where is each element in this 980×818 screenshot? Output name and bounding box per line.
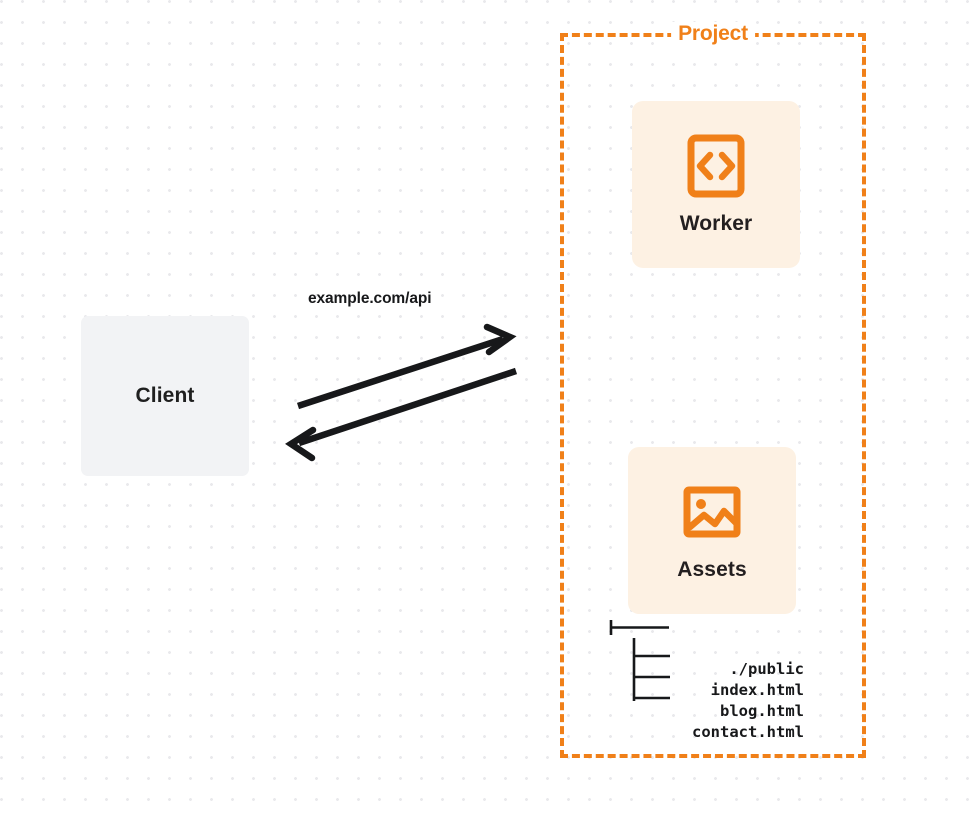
- file-tree-child-row: blog.html: [604, 659, 804, 720]
- worker-card-label: Worker: [679, 211, 753, 235]
- assets-card-label: Assets: [677, 557, 747, 581]
- tree-branch-icon: [632, 659, 670, 680]
- file-tree-root-row: ./public: [604, 617, 804, 678]
- tree-branch-icon: [632, 680, 670, 701]
- edge-label-endpoint: example.com/api: [308, 290, 432, 307]
- assets-card[interactable]: Assets: [628, 447, 796, 614]
- client-node-label: Client: [135, 384, 195, 407]
- file-tree-child-row: index.html: [604, 638, 804, 699]
- client-node[interactable]: Client: [81, 316, 249, 476]
- project-group: Project: [560, 22, 866, 758]
- tree-branch-icon: [632, 638, 670, 659]
- arrow-project-to-client: [285, 367, 518, 462]
- file-tree-child-label: contact.html: [692, 723, 804, 741]
- arrow-client-to-project: [296, 323, 517, 410]
- worker-card[interactable]: Worker: [632, 101, 800, 268]
- image-icon: [683, 486, 741, 537]
- file-tree-child-label: blog.html: [720, 702, 804, 720]
- project-group-title: Project: [671, 22, 755, 46]
- file-tree-child-label: index.html: [710, 681, 804, 699]
- file-tree-root-label: ./public: [729, 660, 804, 678]
- tree-branch-icon: [609, 620, 669, 635]
- assets-file-tree: ./public index.html blog.html contact.ht…: [604, 617, 804, 741]
- code-brackets-icon: [687, 134, 745, 197]
- file-tree-child-row: contact.html: [604, 680, 804, 741]
